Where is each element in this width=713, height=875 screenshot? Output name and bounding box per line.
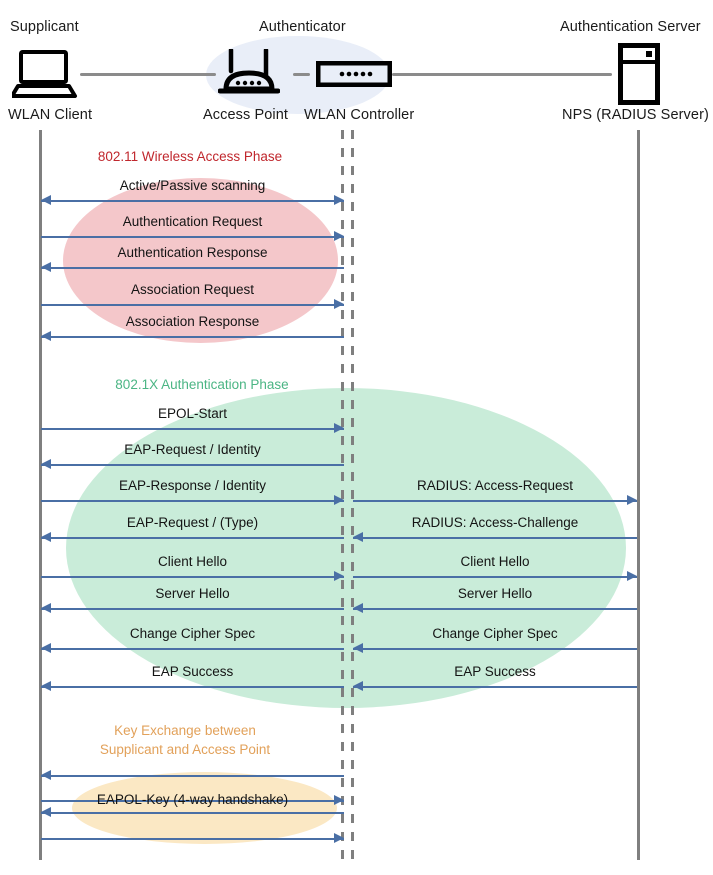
message-left-11-line xyxy=(41,648,344,650)
phase-blob-80211 xyxy=(63,178,338,343)
wlan-controller-icon xyxy=(315,60,393,92)
message-left-3-label: Association Request xyxy=(130,282,255,297)
lifeline-auth-server xyxy=(637,130,640,860)
message-right-4-label: Change Cipher Spec xyxy=(432,626,558,641)
message-left-7-head-right xyxy=(334,495,344,505)
message-left-11-label: Change Cipher Spec xyxy=(129,626,256,641)
node-label-wlan-client: WLAN Client xyxy=(8,107,93,123)
message-right-3-head-left xyxy=(353,603,363,613)
message-left-15-label: EAPOL-Key (4-way handshake) xyxy=(96,792,289,807)
wire-ap-to-controller xyxy=(293,73,310,76)
message-left-4-label: Association Response xyxy=(125,314,260,329)
message-left-8-label: EAP-Request / (Type) xyxy=(126,515,259,530)
message-left-13-head-left xyxy=(41,770,51,780)
message-right-0-line xyxy=(353,500,637,502)
message-left-5-line xyxy=(41,428,344,430)
message-right-5-line xyxy=(353,686,637,688)
message-left-2-line xyxy=(41,267,344,269)
message-right-5-head-left xyxy=(353,681,363,691)
message-left-9-line xyxy=(41,576,344,578)
message-left-9-head-right xyxy=(334,571,344,581)
message-left-6-head-left xyxy=(41,459,51,469)
message-left-1-label: Authentication Request xyxy=(122,214,263,229)
message-right-4-head-left xyxy=(353,643,363,653)
message-left-4-head-left xyxy=(41,331,51,341)
lifeline-supplicant xyxy=(39,130,42,860)
node-label-nps: NPS (RADIUS Server) xyxy=(562,107,709,123)
message-left-1-line xyxy=(41,236,344,238)
message-left-15-line xyxy=(41,812,344,814)
server-icon xyxy=(618,43,660,110)
message-left-16-head-right xyxy=(334,833,344,843)
wire-controller-to-nps xyxy=(392,73,612,76)
message-right-2-line xyxy=(353,576,637,578)
message-left-8-line xyxy=(41,537,344,539)
message-right-3-line xyxy=(353,608,637,610)
phase-caption-8021x-text: 802.1X Authentication Phase xyxy=(115,377,289,392)
wire-client-to-ap xyxy=(80,73,216,76)
message-left-10-label: Server Hello xyxy=(155,586,230,601)
message-left-5-label: EPOL-Start xyxy=(157,406,228,421)
message-right-2-label: Client Hello xyxy=(460,554,530,569)
phase-caption-80211: 802.11 Wireless Access Phase xyxy=(0,147,380,166)
message-left-6-line xyxy=(41,464,344,466)
message-right-1-label: RADIUS: Access-Challenge xyxy=(411,515,579,530)
message-left-4-line xyxy=(41,336,344,338)
message-right-1-head-left xyxy=(353,532,363,542)
message-left-12-head-left xyxy=(41,681,51,691)
message-right-5-label: EAP Success xyxy=(454,664,536,679)
message-left-14-line xyxy=(41,800,344,802)
phase-caption-80211-text: 802.11 Wireless Access Phase xyxy=(97,149,283,164)
phase-blob-key-exchange xyxy=(72,772,337,844)
message-left-14-head-right xyxy=(334,795,344,805)
access-point-icon xyxy=(217,47,281,102)
node-label-access-point: Access Point xyxy=(203,107,289,123)
message-left-6-label: EAP-Request / Identity xyxy=(124,442,261,457)
message-left-2-label: Authentication Response xyxy=(117,245,268,260)
message-left-16-line xyxy=(41,838,344,840)
role-title-authentication-server: Authentication Server xyxy=(560,19,701,35)
message-left-11-head-left xyxy=(41,643,51,653)
message-left-13-line xyxy=(41,775,344,777)
message-left-2-head-left xyxy=(41,262,51,272)
message-right-0-label: RADIUS: Access-Request xyxy=(416,478,574,493)
node-label-wlan-controller: WLAN Controller xyxy=(304,107,415,123)
lifeline-wlan-controller xyxy=(351,130,354,860)
message-right-1-line xyxy=(353,537,637,539)
message-left-7-label: EAP-Response / Identity xyxy=(118,478,267,493)
role-title-supplicant: Supplicant xyxy=(10,19,79,35)
laptop-icon xyxy=(10,50,78,103)
message-right-2-head-right xyxy=(627,571,637,581)
message-left-3-line xyxy=(41,304,344,306)
message-left-12-line xyxy=(41,686,344,688)
phase-blob-8021x xyxy=(66,388,626,708)
message-left-0-head-right xyxy=(334,195,344,205)
phase-caption-key-exchange: Key Exchange between Supplicant and Acce… xyxy=(0,721,370,759)
role-title-authenticator: Authenticator xyxy=(259,19,346,35)
phase-caption-8021x: 802.1X Authentication Phase xyxy=(0,375,404,394)
message-right-3-label: Server Hello xyxy=(457,586,533,601)
message-left-0-line xyxy=(41,200,344,202)
message-left-3-head-right xyxy=(334,299,344,309)
phase-caption-key-exchange-line1: Key Exchange between xyxy=(114,723,256,738)
message-left-15-head-left xyxy=(41,807,51,817)
message-left-10-head-left xyxy=(41,603,51,613)
message-left-1-head-right xyxy=(334,231,344,241)
phase-caption-key-exchange-line2: Supplicant and Access Point xyxy=(99,742,271,757)
message-left-9-label: Client Hello xyxy=(157,554,228,569)
message-left-0-head-left xyxy=(41,195,51,205)
message-left-10-line xyxy=(41,608,344,610)
message-left-5-head-right xyxy=(334,423,344,433)
message-right-0-head-right xyxy=(627,495,637,505)
message-left-0-label: Active/Passive scanning xyxy=(119,178,266,193)
message-right-4-line xyxy=(353,648,637,650)
message-left-7-line xyxy=(41,500,344,502)
message-left-8-head-left xyxy=(41,532,51,542)
message-left-12-label: EAP Success xyxy=(151,664,234,679)
